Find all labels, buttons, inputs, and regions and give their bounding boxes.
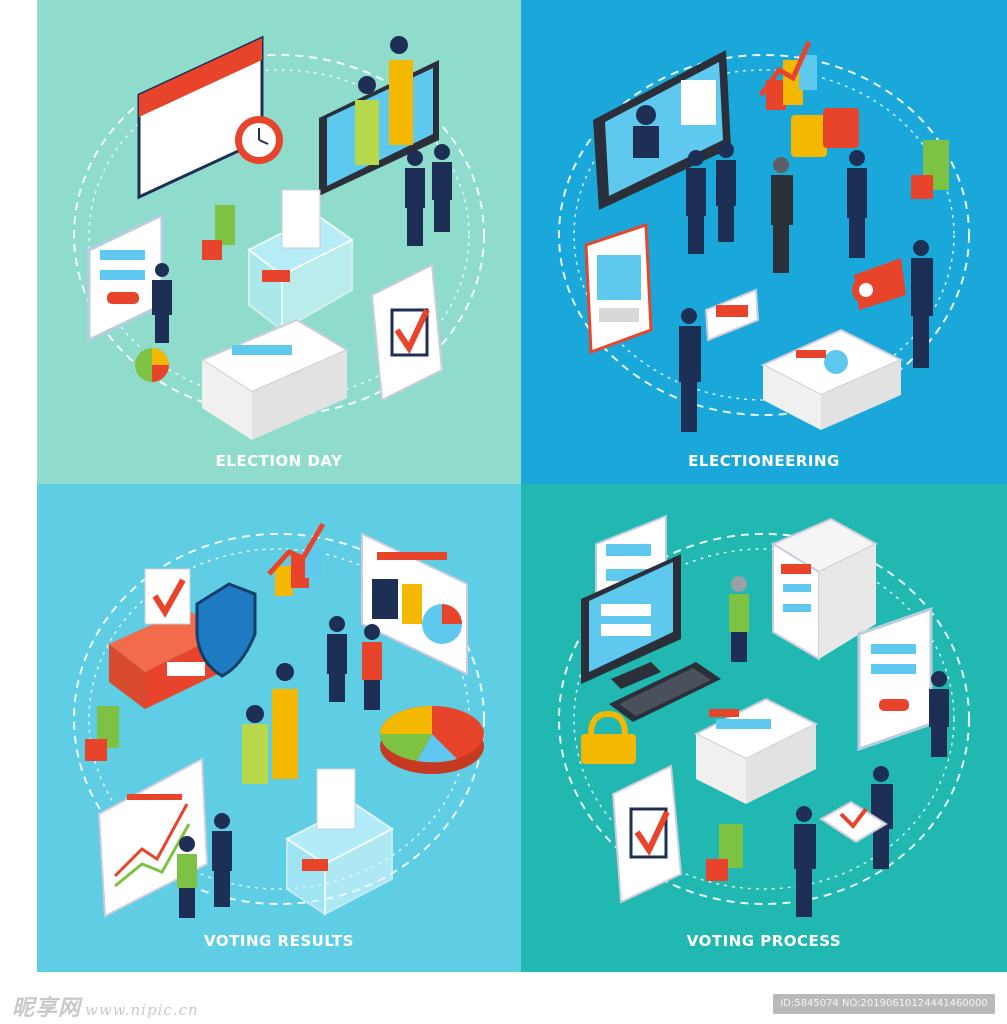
presentation-board-icon: [361, 532, 468, 676]
monitor-bar-chart-icon: [319, 36, 439, 196]
ballot-list-icon: [857, 606, 933, 752]
panel-caption: ELECTIONEERING: [688, 452, 840, 470]
alarm-clock-icon: [235, 116, 283, 164]
pie-chart-icon: [135, 348, 169, 382]
voting-process-illustration: [558, 514, 970, 917]
people-group-figure: [686, 142, 867, 273]
calendar-icon: [137, 35, 264, 200]
image-id-label: ID:5845074 NO:20190610124441460000: [773, 994, 995, 1014]
bar-chart-small-icon: [706, 824, 743, 881]
ballot-box-icon: [247, 189, 354, 333]
ballot-list-icon: [87, 212, 164, 343]
watermark-logo-text: 昵享网: [12, 995, 82, 1021]
candidate-bar-chart-icon: [242, 663, 298, 784]
bar-chart-small-icon: [911, 140, 949, 199]
panel-voting-process: VOTING PROCESS: [521, 484, 1007, 972]
watermark-url: www.nipic.cn: [85, 1001, 199, 1019]
bar-chart-trend-icon: [758, 40, 817, 110]
protester-figure: [679, 288, 760, 432]
voter-elderly-figure: [729, 576, 749, 662]
panel-election-day: ELECTION DAY: [37, 0, 521, 484]
ballot-box-icon: [285, 768, 394, 916]
election-day-illustration: [73, 35, 485, 440]
speech-bubbles-icon: [791, 108, 859, 157]
panel-caption: ELECTION DAY: [215, 452, 343, 470]
keyboard-icon: [609, 662, 721, 722]
voter-figure: [152, 263, 172, 343]
panel-electioneering: ELECTIONEERING: [521, 0, 1007, 484]
bar-chart-small-icon: [202, 205, 235, 260]
pie-chart-3d-icon: [379, 706, 484, 774]
voter-figure: [929, 671, 949, 757]
two-people-figure: [405, 144, 452, 246]
voters-with-ballot-figure: [794, 766, 893, 917]
voting-results-illustration: [73, 522, 485, 918]
speaker-figure: [911, 240, 933, 368]
campaign-poster-icon: [584, 222, 653, 355]
ballot-stack-icon: [770, 517, 879, 661]
computer-monitor-icon: [581, 554, 681, 689]
megaphone-icon: [852, 258, 906, 310]
padlock-icon: [581, 710, 636, 764]
panel-caption: VOTING RESULTS: [204, 932, 354, 950]
bar-chart-trend-icon: [267, 522, 326, 596]
paper-ballots-icon: [693, 697, 819, 804]
panel-caption: VOTING PROCESS: [686, 932, 842, 950]
bar-chart-small-icon: [85, 706, 119, 761]
people-couple-figure: [327, 616, 382, 710]
electioneering-illustration: [558, 40, 970, 432]
shield-icon: [195, 582, 257, 678]
ballot-stack-icon: [199, 318, 350, 440]
presenter-figures: [177, 813, 232, 918]
panel-voting-results: VOTING RESULTS: [37, 484, 521, 972]
tv-screen-icon: [593, 50, 731, 210]
checkmark-document-icon: [611, 764, 683, 904]
leaflet-stack-icon: [760, 328, 904, 430]
checkmark-document-icon: [370, 263, 444, 402]
